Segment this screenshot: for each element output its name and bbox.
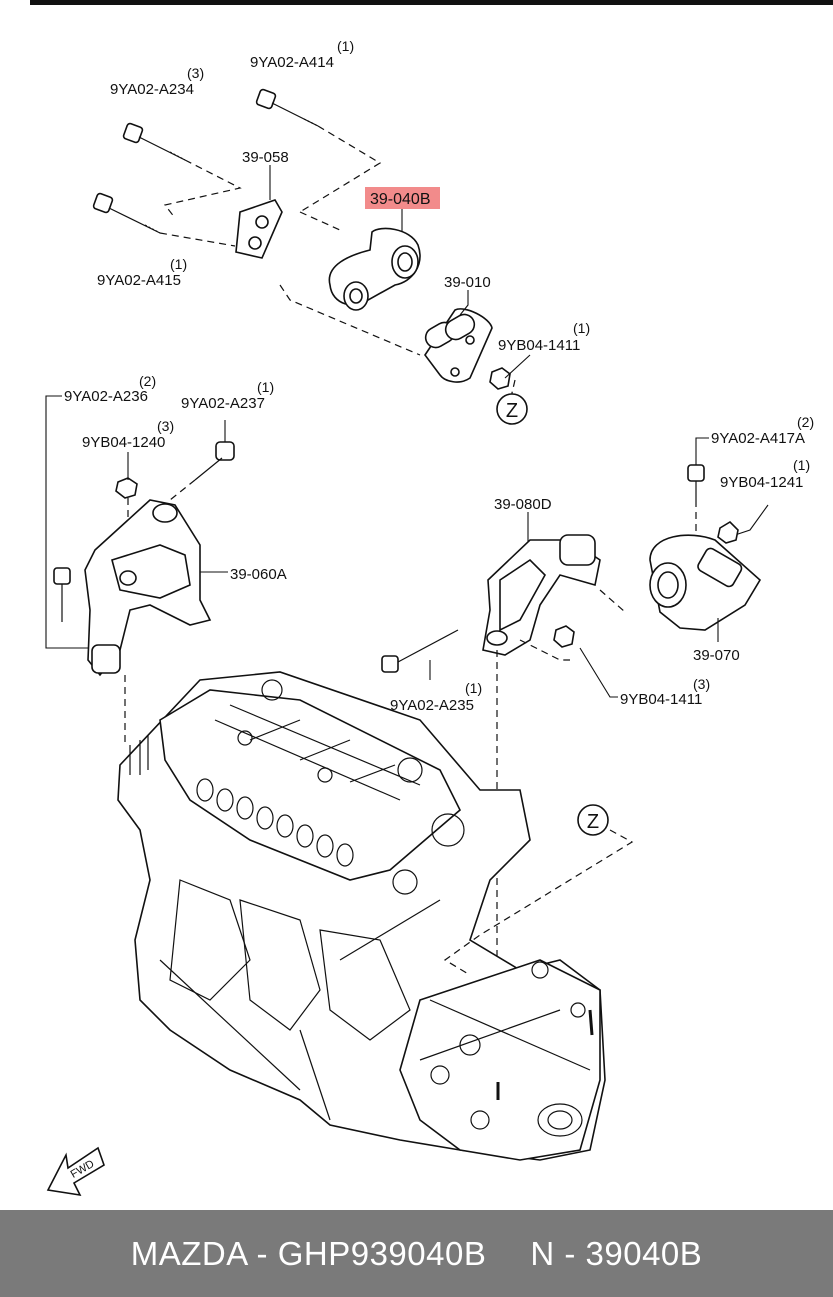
label-39-058: 39-058 (242, 149, 289, 166)
label-a237: 9YA02-A237 (181, 395, 265, 412)
mount-39-040b (328, 227, 421, 311)
qty-1411-top: (1) (573, 320, 590, 336)
bracket-39-058 (235, 199, 283, 259)
label-a234: 9YA02-A234 (110, 81, 194, 98)
label-1411-bot: 9YB04-1411 (620, 691, 702, 708)
qty-1240: (3) (157, 418, 174, 434)
label-a414: 9YA02-A414 (250, 54, 334, 71)
bolt-a414 (255, 88, 319, 127)
svg-text:Z: Z (506, 400, 518, 422)
engine-mount-diagram: Z Z FWD (1) 9YA02-A414 (3) 9YA02-A234 39… (30, 0, 833, 1197)
left-mount-assembly (45, 395, 235, 745)
label-a235: 9YA02-A235 (390, 697, 474, 714)
upper-mount-assembly (92, 88, 531, 396)
part-labels: (1) 9YA02-A414 (3) 9YA02-A234 39-058 39-… (64, 38, 814, 714)
qty-a415: (1) (170, 256, 187, 272)
qty-a235: (1) (465, 680, 482, 696)
label-a417a: 9YA02-A417A (711, 430, 805, 447)
highlight-39-040b (365, 187, 440, 209)
bolt-a415 (92, 192, 161, 234)
nut-1411-top (489, 367, 511, 390)
qty-1411-bot: (3) (693, 676, 710, 692)
center-bracket-assembly (381, 512, 626, 1080)
label-1241: 9YB04-1241 (720, 474, 803, 491)
footer-text: MAZDA - GHP939040B N - 39040B (109, 1235, 725, 1273)
qty-a414: (1) (337, 38, 354, 54)
bolt-a234 (122, 122, 186, 161)
label-39-060a: 39-060A (230, 566, 287, 583)
qty-a234: (3) (187, 65, 204, 81)
qty-a236: (2) (139, 373, 156, 389)
brand-part-number: MAZDA - GHP939040B (130, 1234, 487, 1272)
label-a415: 9YA02-A415 (97, 272, 181, 289)
label-39-010: 39-010 (444, 274, 491, 291)
view-marker-z-top: Z (496, 393, 528, 425)
label-39-070: 39-070 (693, 647, 740, 664)
right-mount-assembly (649, 437, 769, 642)
qty-a417a: (2) (797, 414, 814, 430)
label-a236: 9YA02-A236 (64, 388, 148, 405)
qty-1241: (1) (793, 457, 810, 473)
bracket-39-010 (424, 308, 493, 383)
label-39-080d: 39-080D (494, 496, 552, 513)
fwd-arrow-icon: FWD (46, 1146, 105, 1197)
alt-part-number: N - 39040B (530, 1234, 703, 1272)
part-number-footer: MAZDA - GHP939040B N - 39040B (0, 1210, 833, 1297)
label-1411-top: 9YB04-1411 (498, 337, 580, 354)
view-marker-z-bottom: Z (577, 804, 609, 836)
label-39-040b: 39-040B (370, 191, 431, 208)
top-border (30, 0, 833, 5)
label-1240: 9YB04-1240 (82, 434, 165, 451)
qty-a237: (1) (257, 379, 274, 395)
svg-text:Z: Z (587, 811, 599, 833)
engine-block (117, 671, 634, 1161)
